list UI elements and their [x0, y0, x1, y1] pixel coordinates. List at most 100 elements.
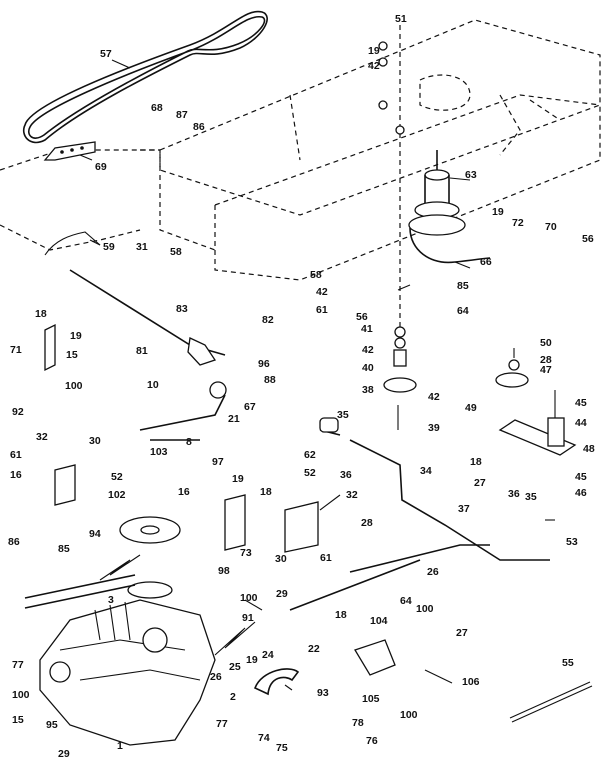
label-100-bl: 100 [12, 689, 30, 701]
label-58b: 58 [310, 269, 322, 281]
hose-93 [253, 668, 300, 696]
label-25: 25 [229, 661, 241, 673]
label-48: 48 [583, 443, 595, 455]
label-103: 103 [150, 446, 168, 458]
label-30-left: 30 [89, 435, 101, 447]
bracket-30-left [54, 464, 76, 506]
label-26-right: 26 [427, 566, 439, 578]
label-52-left: 52 [111, 471, 123, 483]
label-86: 86 [193, 121, 205, 133]
label-22: 22 [308, 643, 320, 655]
label-85-left: 85 [58, 543, 70, 555]
label-64-b: 64 [400, 595, 412, 607]
label-10: 10 [147, 379, 159, 391]
label-82: 82 [262, 314, 274, 326]
label-75: 75 [276, 742, 288, 754]
label-26-b: 26 [210, 671, 222, 683]
axle-85 [24, 574, 136, 599]
label-91: 91 [242, 612, 254, 624]
label-44: 44 [575, 417, 587, 429]
label-38: 38 [362, 384, 374, 396]
label-58: 58 [170, 246, 182, 258]
label-100-mid: 100 [240, 592, 258, 604]
label-47: 47 [540, 364, 552, 376]
label-32-right: 32 [346, 489, 358, 501]
label-29: 29 [276, 588, 288, 600]
label-18-mid: 18 [260, 486, 272, 498]
label-69: 69 [95, 161, 107, 173]
label-28-top: 28 [540, 354, 552, 366]
label-105: 105 [362, 693, 380, 705]
label-1: 1 [117, 740, 123, 752]
label-18-right: 18 [470, 456, 482, 468]
label-98: 98 [218, 565, 230, 577]
label-59: 59 [103, 241, 115, 253]
spring-25 [214, 621, 256, 656]
belt-guide-bracket [43, 141, 96, 161]
label-85: 85 [457, 280, 469, 292]
spring-59 [44, 231, 101, 256]
label-70: 70 [545, 221, 557, 233]
label-41: 41 [361, 323, 373, 335]
label-16-mid: 16 [178, 486, 190, 498]
label-42-b: 42 [362, 344, 374, 356]
label-61-right: 61 [320, 552, 332, 564]
label-19-c: 19 [246, 654, 258, 666]
label-49: 49 [465, 402, 477, 414]
label-72: 72 [512, 217, 524, 229]
label-31: 31 [136, 241, 148, 253]
label-16-left: 16 [10, 469, 22, 481]
label-40: 40 [362, 362, 374, 374]
label-68: 68 [151, 102, 163, 114]
label-37: 37 [458, 503, 470, 515]
label-42-top: 42 [368, 60, 380, 72]
label-93: 93 [317, 687, 329, 699]
label-36-a: 36 [340, 469, 352, 481]
label-100-bottom: 100 [400, 709, 418, 721]
label-18-top: 18 [35, 308, 47, 320]
cooling-fan [119, 516, 181, 544]
label-35: 35 [337, 409, 349, 421]
label-86: 86 [8, 536, 20, 548]
label-21: 21 [228, 413, 240, 425]
label-51: 51 [395, 13, 407, 25]
label-9: 8 [186, 436, 192, 448]
bracket-104 [354, 639, 396, 676]
idler-47 [495, 348, 529, 388]
label-45-b: 45 [575, 471, 587, 483]
label-36-b: 36 [508, 488, 520, 500]
label-57: 57 [100, 48, 112, 60]
spring-55 [509, 681, 593, 723]
bracket-71 [44, 323, 56, 372]
label-76: 76 [366, 735, 378, 747]
label-61-left: 61 [10, 449, 22, 461]
label-92: 92 [12, 406, 24, 418]
label-42-c: 42 [428, 391, 440, 403]
label-71: 71 [10, 344, 22, 356]
label-24: 24 [262, 649, 274, 661]
lift-lever [139, 381, 227, 441]
label-96: 96 [258, 358, 270, 370]
label-56: 56 [356, 311, 368, 323]
label-19-left: 19 [70, 330, 82, 342]
label-53: 53 [566, 536, 578, 548]
label-27-b: 27 [456, 627, 468, 639]
label-2: 2 [230, 691, 236, 703]
label-83: 83 [176, 303, 188, 315]
label-87: 87 [176, 109, 188, 121]
rod-28 [349, 544, 490, 573]
bracket-30-right [284, 501, 319, 553]
label-100-b: 100 [416, 603, 434, 615]
label-28-mid: 28 [361, 517, 373, 529]
label-52-right: 52 [304, 467, 316, 479]
label-19-top: 19 [368, 45, 380, 57]
cable-22 [289, 559, 421, 611]
label-27-top: 27 [474, 477, 486, 489]
label-50: 50 [540, 337, 552, 349]
label-15-bl: 15 [12, 714, 24, 726]
label-56-right: 56 [582, 233, 594, 245]
label-19-b: 19 [492, 206, 504, 218]
transaxle [39, 599, 216, 746]
label-88: 88 [264, 374, 276, 386]
